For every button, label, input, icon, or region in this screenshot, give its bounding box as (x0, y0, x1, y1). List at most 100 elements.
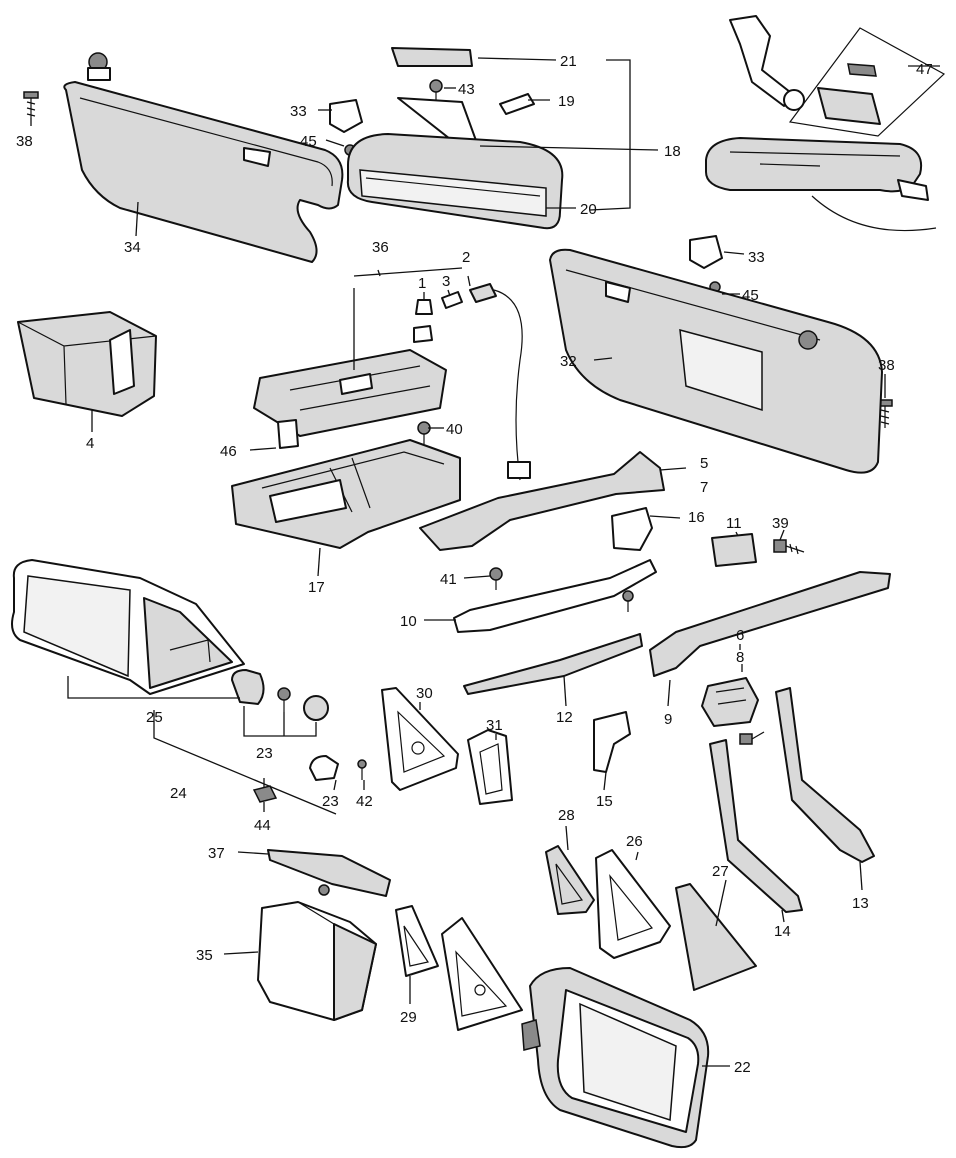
callout-9: 9 (664, 711, 672, 728)
door-mirror-left-25 (11, 559, 245, 695)
bulb-1 (415, 299, 433, 315)
callout-46: 46 (220, 443, 237, 460)
callout-19: 19 (558, 93, 575, 110)
callout-45-b: 45 (742, 287, 759, 304)
callout-44: 44 (254, 817, 271, 834)
trim-31 (467, 729, 513, 805)
callout-23-a: 23 (256, 745, 273, 762)
bracket-16 (611, 507, 653, 551)
trim-26 (595, 849, 671, 959)
callout-7: 7 (700, 479, 708, 496)
screw-44 (252, 785, 278, 803)
callout-40: 40 (446, 421, 463, 438)
callout-31: 31 (486, 717, 503, 734)
callout-29: 29 (400, 1009, 417, 1026)
strip-12 (463, 633, 643, 695)
callout-5: 5 (700, 455, 708, 472)
callout-39: 39 (772, 515, 789, 532)
callout-45-a: 45 (300, 133, 317, 150)
callout-38-a: 38 (16, 133, 33, 150)
callout-43: 43 (458, 81, 475, 98)
callout-36: 36 (372, 239, 389, 256)
trim-29-b (441, 917, 523, 1031)
callout-23-b: 23 (322, 793, 339, 810)
callout-38-b: 38 (878, 357, 895, 374)
clip-46 (277, 419, 299, 449)
cap-19 (499, 93, 535, 115)
door-mirror-right-22 (521, 967, 710, 1149)
callout-41: 41 (440, 571, 457, 588)
callout-20: 20 (580, 201, 597, 218)
bracket-37 (267, 849, 391, 897)
callout-8: 8 (736, 649, 744, 666)
callout-32: 32 (560, 353, 577, 370)
console-housing-36 (253, 349, 447, 437)
callout-10: 10 (400, 613, 417, 630)
mirror-assembly-47 (705, 15, 946, 232)
callout-15: 15 (596, 793, 613, 810)
screw-43 (429, 79, 443, 104)
callout-24: 24 (170, 785, 187, 802)
storage-tray-17 (231, 439, 461, 549)
callout-2: 2 (462, 249, 470, 266)
sun-visor-right (549, 248, 883, 474)
callout-21: 21 (560, 53, 577, 70)
socket-2 (469, 283, 531, 481)
callout-labels: 1 2 3 4 5 6 7 8 9 10 11 12 13 14 15 16 1… (16, 53, 933, 1076)
callout-26: 26 (626, 833, 643, 850)
callout-47: 47 (916, 61, 933, 78)
block-11 (711, 533, 757, 567)
callout-35: 35 (196, 947, 213, 964)
callout-12: 12 (556, 709, 573, 726)
callout-16: 16 (688, 509, 705, 526)
bar-6-9 (649, 571, 891, 677)
knob-23-b (303, 695, 329, 721)
callout-25: 25 (146, 709, 163, 726)
callout-17: 17 (308, 579, 325, 596)
screw-38-left (23, 91, 39, 118)
panel-27 (675, 883, 757, 991)
housing-35 (257, 901, 377, 1021)
trim-30 (381, 687, 459, 791)
screw-42 (357, 759, 367, 780)
callout-13: 13 (852, 895, 869, 912)
screw-near-10 (622, 590, 634, 612)
callout-6: 6 (736, 627, 744, 644)
callout-33-a: 33 (290, 103, 307, 120)
callout-28: 28 (558, 807, 575, 824)
strip-14 (709, 739, 803, 913)
bar-13 (775, 687, 875, 863)
bolt-41 (489, 567, 503, 590)
callout-33-b: 33 (748, 249, 765, 266)
visor-clip-33-lower (689, 235, 723, 269)
bracket-15 (593, 711, 631, 773)
callout-37: 37 (208, 845, 225, 862)
callout-30: 30 (416, 685, 433, 702)
callout-22: 22 (734, 1059, 751, 1076)
callout-3: 3 (442, 273, 450, 290)
clip-near-36 (413, 325, 433, 343)
trim-29 (395, 905, 439, 977)
callout-11: 11 (726, 515, 742, 532)
callout-1: 1 (418, 275, 426, 292)
trim-28 (545, 845, 595, 915)
callout-4: 4 (86, 435, 94, 452)
clip-23-lower (309, 755, 339, 781)
screw-23 (277, 687, 291, 712)
screw-40 (417, 421, 431, 444)
bolt-39 (773, 539, 805, 555)
motor-8 (701, 677, 759, 727)
bulb-3 (441, 291, 463, 309)
rear-view-mirror-18 (346, 97, 564, 230)
sun-visor-left (63, 52, 344, 263)
box-4 (17, 311, 157, 417)
callout-14: 14 (774, 923, 791, 940)
bracket-5-7 (419, 451, 665, 551)
callout-18: 18 (664, 143, 681, 160)
callout-42: 42 (356, 793, 373, 810)
visor-clip-33-upper (329, 99, 363, 133)
stay-10 (453, 559, 657, 633)
mirror-base-21 (391, 47, 473, 67)
callout-34: 34 (124, 239, 141, 256)
